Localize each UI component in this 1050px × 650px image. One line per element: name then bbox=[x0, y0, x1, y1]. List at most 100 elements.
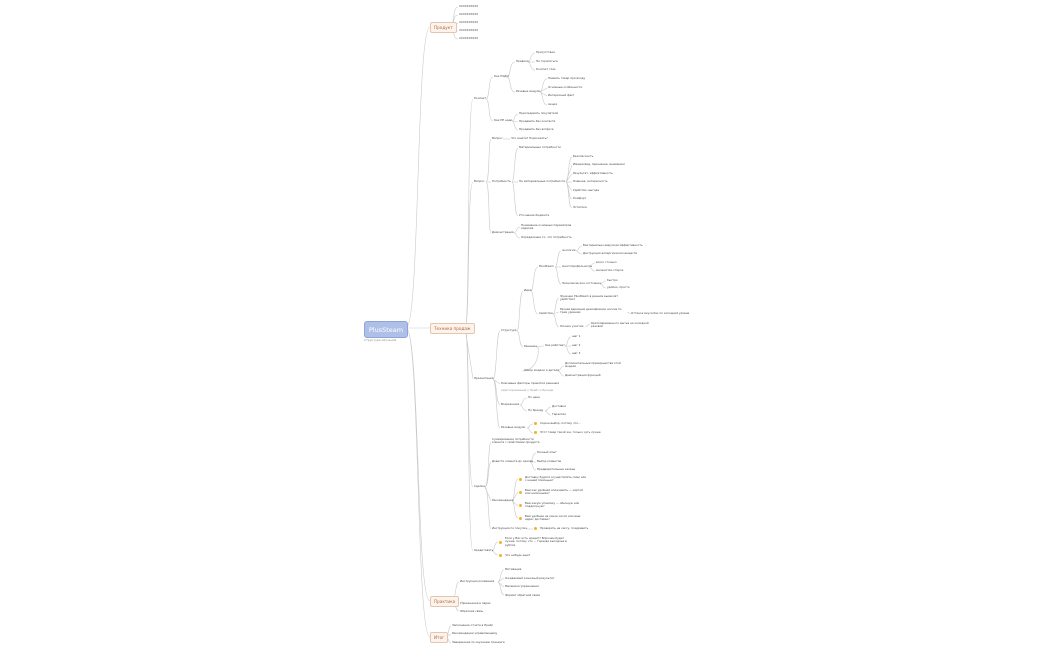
multi-item[interactable]: всего столько bbox=[596, 260, 617, 264]
node-instr[interactable]: Инструкция по покупке bbox=[492, 526, 528, 530]
nonmaterial-item[interactable]: Результат, эффективность bbox=[573, 171, 613, 175]
work-step[interactable]: шаг 3 bbox=[572, 351, 581, 355]
not-item[interactable]: Продавать без вопроса bbox=[519, 127, 554, 131]
bring-item[interactable]: Выбор клиентов bbox=[537, 459, 562, 463]
feature-item[interactable]: Функции PlusSteam в данном вызволят удоб… bbox=[560, 294, 618, 302]
root-node[interactable]: PlusSteam bbox=[364, 321, 408, 338]
product-item[interactable]: XXXXXXXXXX bbox=[459, 20, 479, 24]
node-nonmaterial[interactable]: Не материальные потребности bbox=[519, 179, 566, 183]
node-questions[interactable]: Вопрос bbox=[474, 179, 485, 183]
node-credit[interactable]: Кредитовать bbox=[474, 548, 494, 552]
econ-item[interactable]: быстро bbox=[607, 278, 618, 282]
node-how-not[interactable]: Как НЕ надо bbox=[494, 118, 513, 122]
node-structure[interactable]: Структура bbox=[501, 328, 517, 332]
rule-item[interactable]: Не торопиться bbox=[536, 59, 558, 63]
pres-speech-item[interactable]: Этот товар такой же, только чуть лучше bbox=[540, 430, 601, 434]
not-item[interactable]: Продавать без контакта bbox=[519, 119, 556, 123]
credit-item[interactable]: Если у Вас есть кредит? Впрочем будет лу… bbox=[505, 536, 567, 547]
node-contact[interactable]: Контакт bbox=[474, 96, 487, 100]
node-eco[interactable]: экология bbox=[562, 248, 576, 252]
node-demo[interactable]: Демонстрация bbox=[492, 230, 514, 234]
node-features[interactable]: Свойства bbox=[539, 311, 553, 315]
work-step[interactable]: шаг 2 bbox=[572, 343, 581, 347]
node-by-price[interactable]: По цене bbox=[528, 395, 540, 399]
practice-item[interactable]: Механика упражнения bbox=[505, 584, 539, 588]
node-practice-feedback[interactable]: Обратная связь bbox=[460, 609, 484, 613]
nonmaterial-item[interactable]: Безопасность bbox=[573, 154, 594, 158]
nonmaterial-item[interactable]: Имидж(вид, признание, внимание) bbox=[573, 162, 625, 166]
closing-summary[interactable]: Суммирование потребности клиента с свойс… bbox=[492, 437, 540, 445]
node-how-needed[interactable]: Как НАДО bbox=[494, 74, 509, 78]
result-item[interactable]: Заполнение отчета в Прайс bbox=[452, 623, 494, 627]
result-item[interactable]: Завершение по изучению тренинга bbox=[452, 640, 505, 644]
multi-item[interactable]: множество стирок bbox=[596, 268, 624, 272]
work-step[interactable]: шаг 1 bbox=[572, 334, 581, 338]
rec-item[interactable]: Вам как удобней оплачивать — картой или … bbox=[525, 488, 583, 496]
node-solution[interactable]: Решение bbox=[524, 344, 538, 348]
econ-item[interactable]: удобно, просто bbox=[607, 285, 630, 289]
node-review[interactable]: Обзор модели и детали bbox=[524, 368, 560, 372]
product-item[interactable]: XXXXXXXXXX bbox=[459, 4, 479, 8]
node-practice-instr[interactable]: Инструкция ролевания bbox=[460, 579, 495, 583]
feature-item[interactable]: Личное участие bbox=[560, 324, 584, 328]
rec-item[interactable]: Вам какую упаковку — обычную или подароч… bbox=[525, 501, 580, 509]
feature-extra[interactable]: Кратковременного мытья на холодной разов… bbox=[591, 321, 649, 329]
product-item[interactable]: XXXXXXXXXX bbox=[459, 28, 479, 32]
node-objections[interactable]: Возражения bbox=[501, 402, 520, 406]
product-item[interactable]: XXXXXXXXXX bbox=[459, 12, 479, 16]
instr-item[interactable]: Проверить на кассу, поздравить bbox=[540, 526, 589, 530]
rule-item[interactable]: Присутствие bbox=[536, 50, 555, 54]
node-budget[interactable]: Уточнение бюджета bbox=[519, 213, 550, 217]
nonmaterial-item[interactable]: Эстетика bbox=[573, 205, 587, 209]
rec-item[interactable]: Доставку будете осуществлять сами или с … bbox=[525, 475, 587, 483]
branch-result[interactable]: Итог bbox=[430, 632, 449, 643]
node-closing[interactable]: Сделка bbox=[474, 484, 485, 488]
result-item[interactable]: Рекомендации управляющему bbox=[452, 631, 498, 635]
bring-item[interactable]: Предварительные заказы bbox=[537, 467, 576, 471]
node-how-works[interactable]: Как работает bbox=[545, 343, 565, 347]
branch-product[interactable]: Продукт bbox=[430, 22, 457, 33]
node-material[interactable]: Материальные потребности bbox=[519, 145, 561, 149]
node-recommend[interactable]: Рекомендация bbox=[492, 498, 514, 502]
node-rules[interactable]: Правила bbox=[516, 59, 529, 63]
brand-item[interactable]: Доставка bbox=[552, 404, 566, 408]
speech-item[interactable]: Акция bbox=[548, 102, 558, 106]
feature-extra[interactable]: Оттенок вкуса бак по холодной уровне bbox=[631, 311, 690, 315]
practice-item[interactable]: Ожидаемый конечный результат bbox=[505, 576, 555, 580]
node-key-factors[interactable]: Ключевые факторы принятия решения bbox=[501, 381, 560, 385]
node-contact-speech[interactable]: Речевые модули bbox=[516, 89, 541, 93]
node-pres-speech[interactable]: Речевые модули bbox=[501, 425, 526, 429]
speech-item[interactable]: Назвать товар при входу bbox=[548, 76, 586, 80]
credit-item[interactable]: Что нибудь еще? bbox=[505, 553, 531, 557]
pres-speech-item[interactable]: Хорош выбор, потому что... bbox=[540, 421, 581, 425]
node-multi[interactable]: многопрофильность bbox=[562, 264, 593, 268]
nonmaterial-item[interactable]: Комфорт bbox=[573, 196, 587, 200]
practice-item[interactable]: Мотивация bbox=[505, 567, 522, 571]
node-by-brand[interactable]: По бренду bbox=[528, 408, 544, 412]
ask-value[interactable]: Что ищете? Подсказать? bbox=[511, 136, 548, 140]
bring-item[interactable]: Личный опыт bbox=[537, 450, 557, 454]
product-item[interactable]: XXXXXXXXXX bbox=[459, 36, 479, 40]
eco-item[interactable]: Деструкция аллергических веществ bbox=[583, 251, 638, 255]
node-plussteam[interactable]: PlusSteam bbox=[539, 264, 554, 268]
branch-technique[interactable]: Техника продаж bbox=[430, 323, 475, 334]
branch-practice[interactable]: Практика bbox=[430, 596, 460, 607]
feature-item[interactable]: Разная вариация дезинфекции носков по тр… bbox=[560, 307, 622, 315]
node-practice-ex[interactable]: Упражнения в парах bbox=[460, 601, 491, 605]
nonmaterial-item[interactable]: Удобство, выгода bbox=[573, 188, 600, 192]
demo-item[interactable]: Понимание основных параметров изделия bbox=[521, 223, 572, 231]
node-ask[interactable]: Вопрос bbox=[492, 136, 503, 140]
brand-item[interactable]: Гарантия bbox=[552, 412, 566, 416]
review-item[interactable]: Демонстрация функций bbox=[565, 373, 601, 377]
node-ideas[interactable]: Идея bbox=[524, 288, 532, 292]
demo-item[interactable]: Определение то, что потребность bbox=[521, 235, 572, 239]
node-bring[interactable]: Довести клиента до сделки bbox=[492, 459, 534, 463]
node-presentation[interactable]: Презентация bbox=[474, 376, 494, 380]
not-item[interactable]: Преследовать покупателя bbox=[519, 111, 559, 115]
speech-item[interactable]: Основные особенности bbox=[548, 85, 583, 89]
nonmaterial-item[interactable]: Новизна, интересность bbox=[573, 179, 608, 183]
eco-item[interactable]: Бактериально-вирусная эффективность bbox=[583, 243, 643, 247]
node-needs[interactable]: Потребность bbox=[492, 179, 512, 183]
rec-item[interactable]: Вам удобнее на какое число или ваш адрес… bbox=[525, 514, 581, 522]
node-econ[interactable]: Экономическое состояние bbox=[562, 281, 601, 285]
